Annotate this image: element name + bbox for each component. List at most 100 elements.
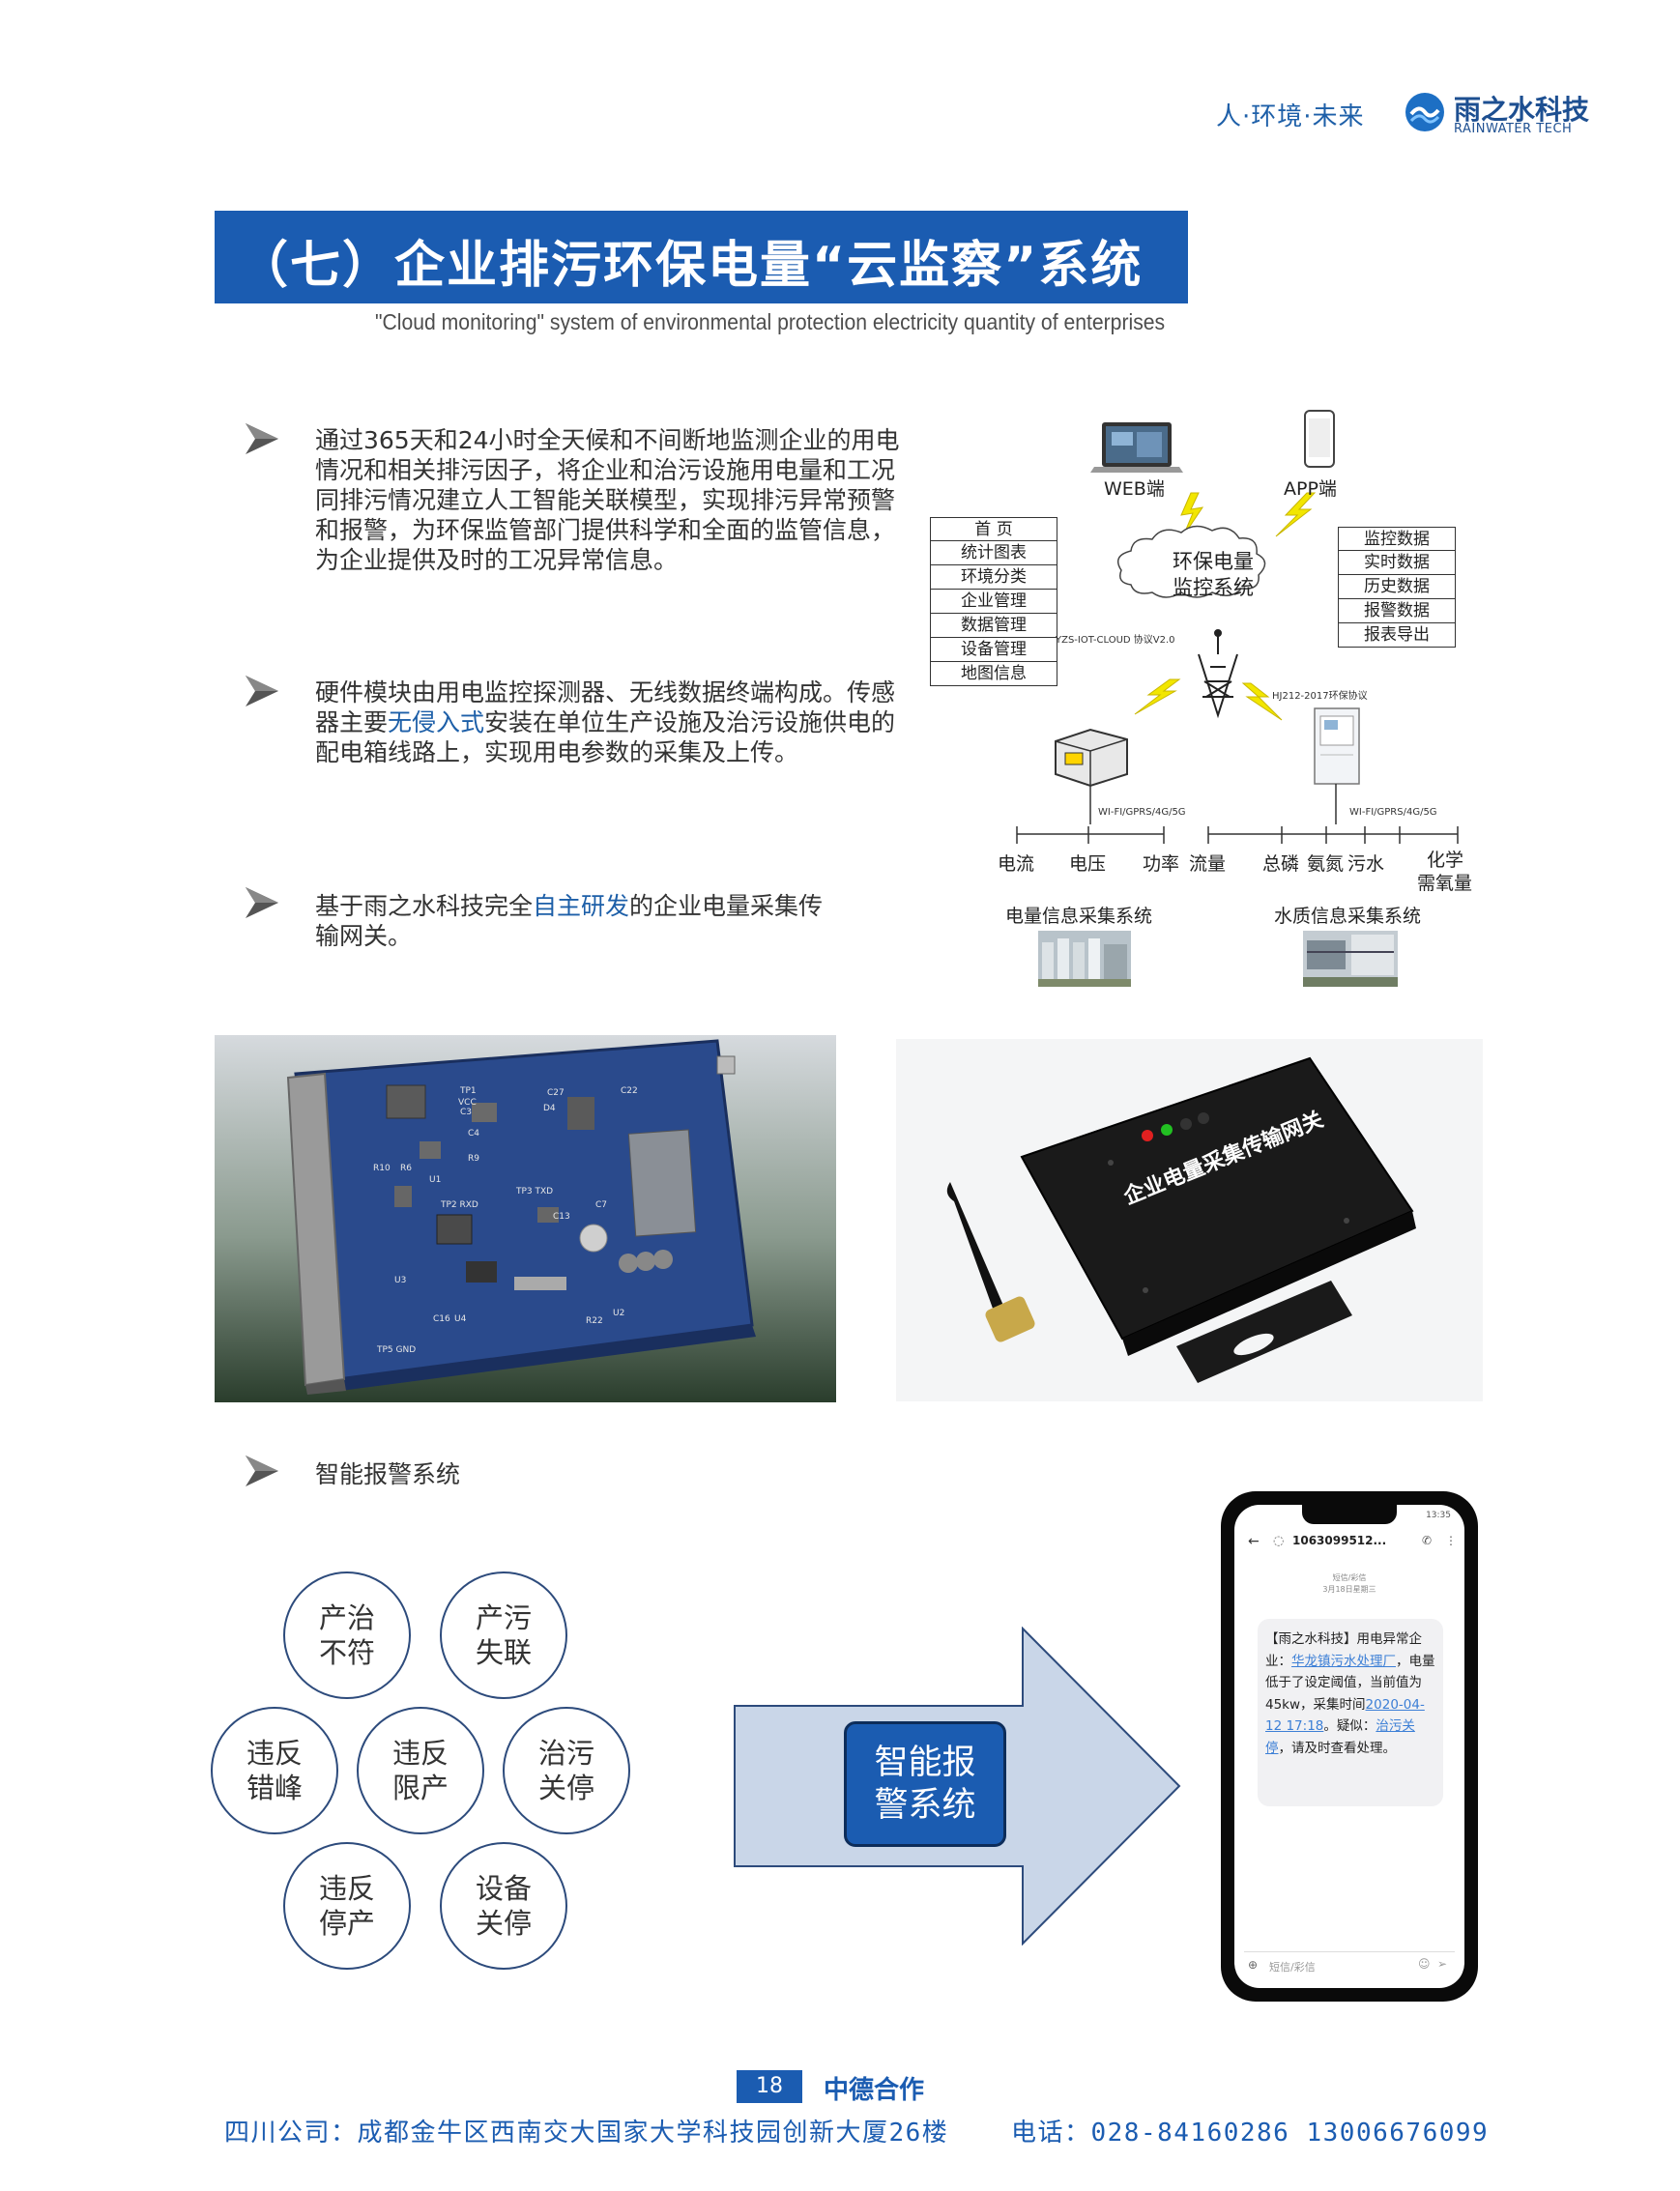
page-title: （七）企业排污环保电量“云监察”系统 bbox=[238, 237, 1144, 295]
menu-item: 报警数据 bbox=[1338, 599, 1456, 623]
logo-text-cn: 雨之水科技 bbox=[1454, 94, 1590, 126]
status-time: 13:35 bbox=[1426, 1511, 1451, 1520]
water-system-label: 水质信息采集系统 bbox=[1274, 906, 1422, 927]
svg-text:TP2 RXD: TP2 RXD bbox=[440, 1200, 478, 1210]
menu-item: 设备管理 bbox=[930, 638, 1057, 662]
network-right-label: WI-FI/GPRS/4G/5G bbox=[1349, 807, 1437, 818]
left-menu-list: 首 页 统计图表 环境分类 企业管理 数据管理 设备管理 地图信息 bbox=[930, 517, 1057, 686]
page-number: 18 bbox=[737, 2070, 802, 2103]
param-cod-1: 化学 bbox=[1427, 850, 1464, 871]
svg-text:R10: R10 bbox=[373, 1164, 391, 1173]
bullet-arrow-icon bbox=[246, 1456, 278, 1486]
alarm-node: 产治不符 bbox=[283, 1571, 411, 1699]
mobile-phone-icon bbox=[1304, 410, 1335, 468]
cloud-label-2: 监控系统 bbox=[1173, 576, 1254, 599]
sms-type: 短信/彩信 bbox=[1332, 1573, 1367, 1582]
sms-input-placeholder: 短信/彩信 bbox=[1269, 1961, 1316, 1974]
svg-text:TP5 GND: TP5 GND bbox=[376, 1345, 416, 1355]
svg-text:C7: C7 bbox=[595, 1200, 607, 1210]
header-slogan: 人·环境·未来 bbox=[1216, 102, 1365, 131]
svg-text:VCC: VCC bbox=[458, 1098, 477, 1108]
web-client-label: WEB端 bbox=[1104, 478, 1165, 500]
alarm-node: 违反限产 bbox=[357, 1707, 484, 1834]
more-icon[interactable]: ⋮ bbox=[1445, 1534, 1457, 1547]
sms-message-bubble: 【雨之水科技】用电异常企业：华龙镇污水处理厂，电量低于了设定阈值，当前值为 45… bbox=[1258, 1619, 1443, 1806]
alarm-node: 设备关停 bbox=[440, 1842, 567, 1970]
sms-date: 3月18日星期三 bbox=[1322, 1585, 1376, 1594]
power-system-label: 电量信息采集系统 bbox=[1005, 906, 1153, 927]
menu-item: 实时数据 bbox=[1338, 551, 1456, 575]
lightning-icon bbox=[1241, 682, 1283, 721]
svg-text:C3: C3 bbox=[460, 1108, 472, 1117]
menu-item: 环境分类 bbox=[930, 565, 1057, 590]
svg-text:C4: C4 bbox=[468, 1129, 479, 1139]
svg-text:TP1: TP1 bbox=[459, 1086, 477, 1096]
lightning-icon bbox=[1134, 678, 1181, 715]
menu-item: 历史数据 bbox=[1338, 575, 1456, 599]
param-ammonia: 氨氮 bbox=[1307, 853, 1345, 875]
cloud-label-1: 环保电量 bbox=[1173, 550, 1254, 573]
back-arrow-icon[interactable]: ← bbox=[1248, 1534, 1260, 1549]
right-menu-list: 监控数据 实时数据 历史数据 报警数据 报表导出 bbox=[1338, 527, 1456, 648]
param-current: 电流 bbox=[998, 853, 1035, 875]
param-power: 功率 bbox=[1143, 853, 1180, 875]
menu-item: 数据管理 bbox=[930, 614, 1057, 638]
highlight-self-developed: 自主研发 bbox=[533, 892, 630, 920]
menu-item: 企业管理 bbox=[930, 590, 1057, 614]
svg-text:TP3 TXD: TP3 TXD bbox=[515, 1187, 553, 1196]
sms-input-bar[interactable]: ⊕ 短信/彩信 ☺ ➢ bbox=[1244, 1951, 1455, 1977]
menu-item: 首 页 bbox=[930, 517, 1057, 541]
system-architecture-diagram: WEB端 APP端 环保电量 监控系统 首 页 统计图表 环境分类 企业管理 数… bbox=[928, 401, 1508, 1005]
app-client-label: APP端 bbox=[1284, 478, 1337, 500]
footer-phone: 电话：028-84160286 13006676099 bbox=[1011, 2119, 1490, 2148]
bullet-arrow-icon bbox=[246, 423, 278, 454]
bullet-arrow-icon bbox=[246, 887, 278, 918]
power-collector-device-icon bbox=[1055, 728, 1128, 788]
bullet-4-text: 智能报警系统 bbox=[315, 1460, 461, 1488]
alarm-node: 违反错峰 bbox=[211, 1707, 338, 1834]
svg-text:U3: U3 bbox=[394, 1276, 406, 1285]
cloud-icon bbox=[1116, 525, 1266, 598]
param-total-phosphorus: 总磷 bbox=[1262, 853, 1300, 875]
network-left-label: WI-FI/GPRS/4G/5G bbox=[1098, 807, 1186, 818]
svg-text:C27: C27 bbox=[547, 1088, 565, 1098]
param-cod-2: 需氧量 bbox=[1417, 873, 1473, 894]
bullet-2-text: 硬件模块由用电监控探测器、无线数据终端构成。传感器主要无侵入式安装在单位生产设施… bbox=[315, 678, 896, 766]
protocol-left-label: YZS-IOT-CLOUD 协议V2.0 bbox=[1056, 635, 1175, 646]
send-icon: ➢ bbox=[1437, 1957, 1448, 1971]
svg-text:R22: R22 bbox=[586, 1316, 603, 1326]
protocol-right-label: HJ212-2017环保协议 bbox=[1272, 691, 1368, 702]
svg-text:R6: R6 bbox=[400, 1164, 412, 1173]
lightning-icon bbox=[1180, 492, 1204, 537]
bullet-1-text: 通过365天和24小时全天候和不间断地监测企业的用电情况和相关排污因子，将企业和… bbox=[315, 426, 900, 574]
bullet-3-text: 基于雨之水科技完全自主研发的企业电量采集传输网关。 bbox=[315, 892, 824, 950]
factory-photo-left bbox=[1038, 931, 1131, 987]
emoji-icon: ☺ bbox=[1418, 1957, 1431, 1971]
param-flow: 流量 bbox=[1189, 853, 1227, 875]
footer-cooperation: 中德合作 bbox=[824, 2076, 925, 2105]
svg-text:U2: U2 bbox=[613, 1309, 624, 1318]
alarm-node: 治污关停 bbox=[503, 1707, 630, 1834]
highlight-non-invasive: 无侵入式 bbox=[388, 708, 485, 736]
call-icon[interactable]: ✆ bbox=[1422, 1534, 1433, 1547]
page-subtitle-en: "Cloud monitoring" system of environment… bbox=[375, 309, 1166, 334]
gateway-device-image: 企业电量采集传输网关 bbox=[896, 1039, 1483, 1401]
water-plant-photo-right bbox=[1303, 931, 1398, 987]
alarm-node: 产污失联 bbox=[440, 1571, 567, 1699]
menu-item: 统计图表 bbox=[930, 541, 1057, 565]
smartphone-sms-mockup: 13:35 ← ◌ 1063099512... ✆ ⋮ 短信/彩信 3月18日星… bbox=[1221, 1491, 1478, 2002]
lightning-icon bbox=[1275, 492, 1317, 537]
svg-text:C16: C16 bbox=[433, 1314, 450, 1324]
param-sewage: 污水 bbox=[1347, 853, 1385, 875]
footer-address: 四川公司：成都金牛区西南交大国家大学科技园创新大厦26楼 bbox=[224, 2119, 949, 2148]
bell-icon: ◌ bbox=[1273, 1534, 1285, 1548]
svg-text:U1: U1 bbox=[429, 1175, 441, 1185]
laptop-icon bbox=[1090, 422, 1183, 473]
svg-text:R9: R9 bbox=[468, 1154, 479, 1164]
svg-text:C13: C13 bbox=[553, 1212, 570, 1222]
water-quality-analyzer-icon bbox=[1314, 707, 1360, 785]
title-banner bbox=[215, 211, 1188, 303]
alarm-node: 违反停产 bbox=[283, 1842, 411, 1970]
param-voltage: 电压 bbox=[1069, 853, 1107, 875]
sms-sender: 1063099512... bbox=[1292, 1534, 1387, 1547]
